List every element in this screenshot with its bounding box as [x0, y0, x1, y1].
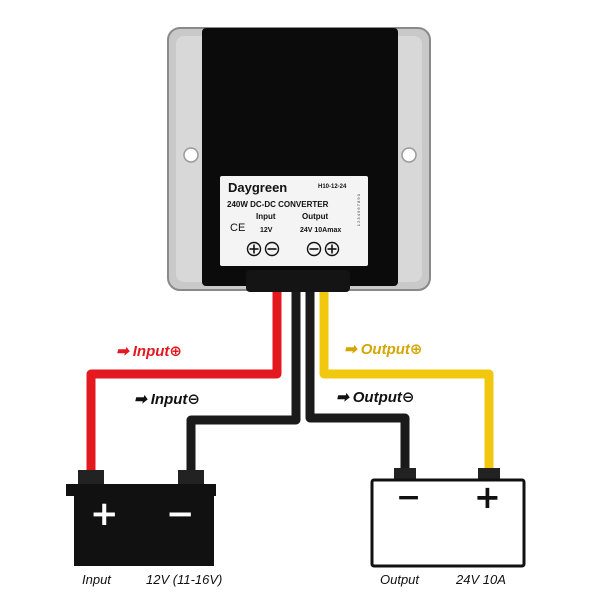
converter-nameplate: Daygreen H10-12-24 240W DC-DC CONVERTER …: [220, 176, 368, 266]
battery-plus-mark: +: [90, 494, 119, 534]
model-number: H10-12-24: [318, 184, 347, 190]
load-plus-mark: +: [474, 478, 501, 516]
plus-circle-icon: [324, 241, 340, 257]
battery-terminal-positive: [78, 470, 104, 484]
minus-circle-icon: ⊖: [187, 390, 200, 408]
battery-minus-mark: −: [166, 494, 195, 534]
arrow-right-icon: ➡: [116, 343, 129, 360]
battery-terminal-negative: [178, 470, 204, 484]
side-print: 1 2 3 4 5 6 7 8 9 0: [356, 194, 361, 227]
input-heading: Input: [256, 212, 276, 221]
battery-body: [74, 492, 214, 566]
wire-output-negative: [305, 292, 410, 476]
plus-circle-icon: [246, 241, 262, 257]
cable-gland: [246, 270, 350, 292]
plus-circle-icon: ⊕: [169, 342, 182, 360]
mount-hole-left: [183, 147, 199, 163]
label-output-positive: ➡ Output⊕: [344, 340, 423, 358]
arrow-right-icon: ➡: [344, 341, 357, 358]
mount-hole-right: [401, 147, 417, 163]
arrow-right-icon: ➡: [336, 389, 349, 406]
load-caption-name: Output: [380, 572, 420, 587]
minus-circle-icon: [264, 241, 280, 257]
minus-circle-icon: [306, 241, 322, 257]
battery-caption-name: Input: [82, 572, 111, 587]
wire-input-negative: [186, 292, 301, 476]
wire-output-positive: [319, 292, 494, 476]
input-rating: 12V: [260, 227, 273, 234]
label-input-negative: ➡ Input⊖: [134, 390, 200, 408]
minus-circle-icon: ⊖: [401, 388, 415, 406]
output-rating: 24V 10Amax: [300, 227, 342, 234]
label-output-negative: ➡ Output⊖: [336, 388, 415, 406]
load-minus-mark: −: [396, 480, 422, 515]
converter-title: 240W DC-DC CONVERTER: [227, 200, 329, 209]
arrow-right-icon: ➡: [134, 391, 147, 408]
plus-circle-icon: ⊕: [409, 340, 423, 358]
wire-input-positive: [86, 292, 282, 476]
load-caption-rating: 24V 10A: [456, 572, 506, 587]
battery-caption-rating: 12V (11-16V): [146, 572, 223, 587]
brand-name: Daygreen: [228, 180, 288, 195]
label-input-positive: ➡ Input⊕: [116, 342, 182, 360]
load-body: [370, 478, 526, 568]
output-heading: Output: [302, 212, 329, 221]
terminal-symbols: [246, 241, 340, 257]
ce-mark-icon: CE: [230, 222, 246, 234]
